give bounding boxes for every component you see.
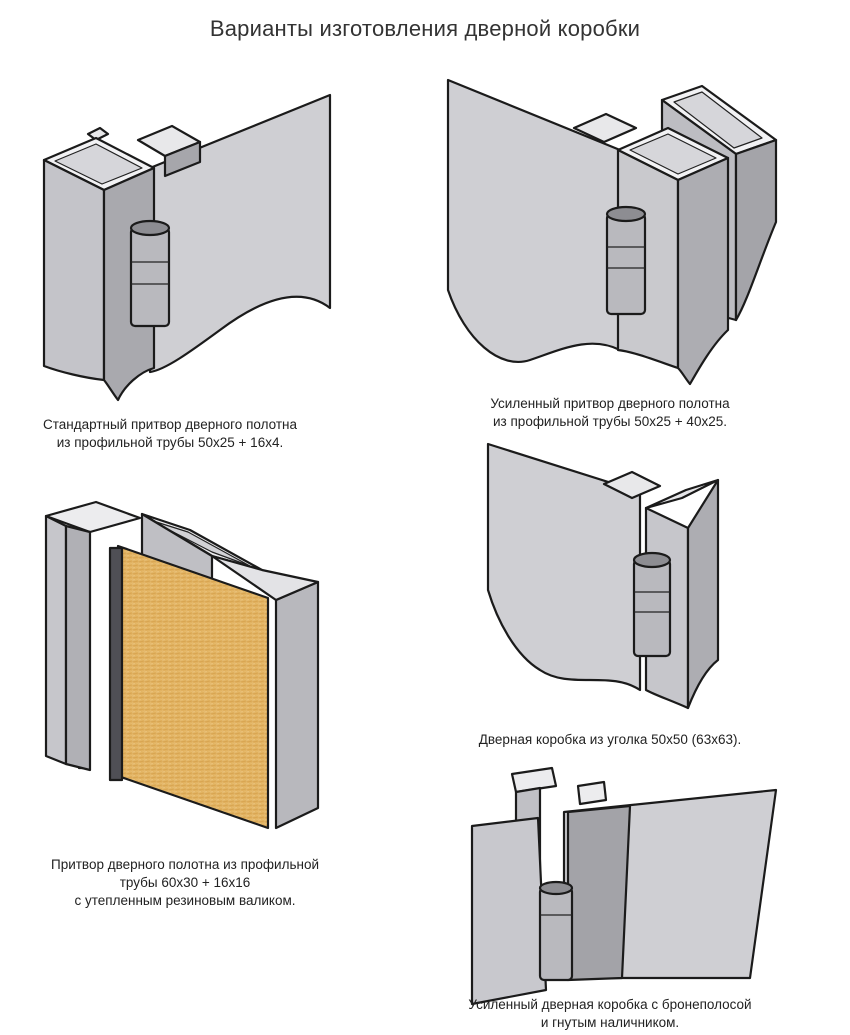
hinge-cap [632, 551, 672, 569]
door-leaf-panel [486, 442, 642, 692]
caption-rubber-seal-rebate: Притвор дверного полотна из профильной т… [10, 856, 360, 910]
profile-tube-front [42, 158, 106, 382]
caption-standard-rebate: Стандартный притвор дверного полотна из … [20, 416, 320, 452]
small-tube-top [572, 112, 638, 144]
bent-casing [470, 816, 548, 1006]
small-tube-right [163, 140, 202, 178]
casing-top [210, 554, 320, 602]
casing-outer [274, 580, 320, 830]
caption-line: Дверная коробка из уголка 50x50 (63x63). [478, 732, 742, 747]
hinge-cap [605, 205, 647, 223]
caption-line: Усиленный дверная коробка с бронеполосой [468, 997, 752, 1012]
hinge-body [129, 226, 171, 328]
figure-standard-rebate [42, 93, 332, 402]
tube-top [510, 766, 558, 794]
profile-tube-top-inner [54, 143, 143, 185]
hinge-body [632, 558, 672, 658]
caption-angle-frame: Дверная коробка из уголка 50x50 (63x63). [430, 731, 790, 749]
figure-rubber-seal-rebate [44, 500, 320, 830]
caption-line: и гнутым наличником. [540, 1015, 680, 1030]
figure-armored-frame [470, 766, 778, 1006]
figure-angle-frame [486, 442, 720, 710]
door-leaf-panel [446, 78, 622, 363]
caption-armored-frame: Усиленный дверная коробка с бронеполосой… [430, 996, 790, 1032]
rubber-seal [108, 546, 124, 782]
small-tube-top [576, 780, 608, 806]
hinge-cap [538, 880, 574, 896]
caption-reinforced-rebate: Усиленный притвор дверного полотна из пр… [430, 395, 790, 431]
armor-strip [566, 804, 632, 982]
left-profile-face [64, 524, 92, 772]
small-tube-top [602, 470, 662, 500]
caption-line: из профильной трубы 50x25 + 40x25. [493, 414, 727, 429]
hinge-cap [129, 219, 171, 237]
left-profile-top [44, 500, 142, 534]
caption-line: с утепленным резиновым валиком. [74, 893, 296, 908]
page-title: Варианты изготовления дверной коробки [209, 16, 641, 41]
caption-line: Притвор дверного полотна из профильной [50, 857, 320, 872]
big-tube-top-inner [673, 91, 763, 149]
figure-reinforced-rebate [446, 78, 778, 386]
left-profile-front [44, 514, 68, 766]
hinge-body [538, 886, 574, 982]
profile-tube-side [676, 156, 730, 386]
caption-line: Стандартный притвор дверного полотна [43, 417, 297, 432]
profile-tube-top-inner [629, 133, 717, 175]
big-tube-side [734, 138, 778, 322]
caption-line: из профильной трубы 50х25 + 16х4. [56, 435, 284, 450]
hinge-body [605, 212, 647, 316]
door-leaf-wood [116, 544, 270, 830]
caption-line: трубы 60x30 + 16x16 [119, 875, 251, 890]
caption-line: Усиленный притвор дверного полотна [490, 396, 730, 411]
angle-side [686, 478, 720, 710]
